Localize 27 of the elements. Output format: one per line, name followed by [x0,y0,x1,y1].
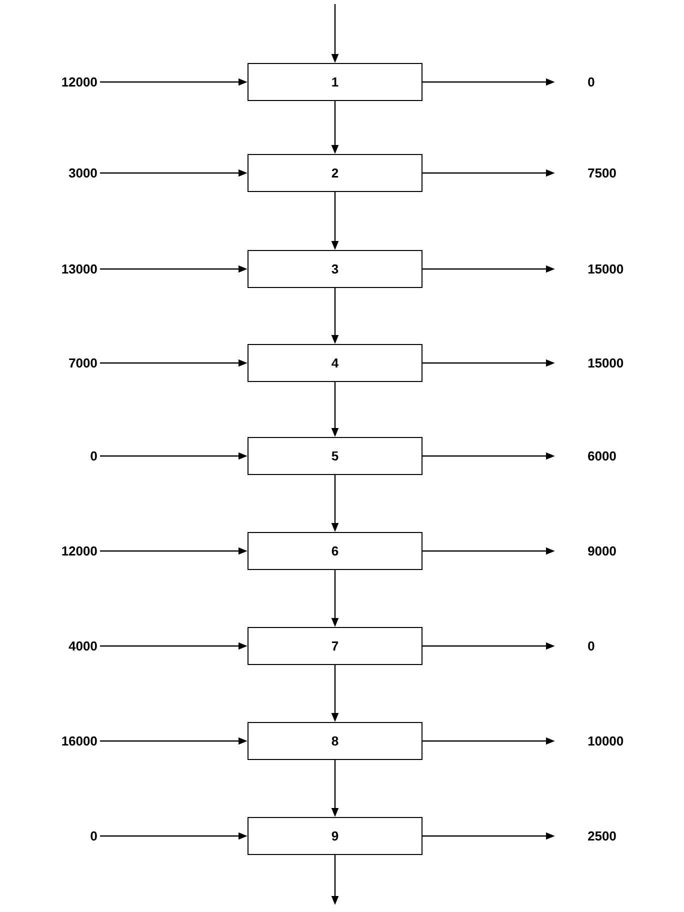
process-box: 3 [248,250,422,288]
output-value: 7500 [588,168,616,178]
output-value: 6000 [588,451,616,461]
input-value: 7000 [69,358,97,368]
process-box: 2 [248,154,422,192]
output-value: 0 [588,77,594,87]
input-value: 4000 [68,641,97,651]
process-box: 6 [248,532,422,570]
input-value: 0 [90,831,97,841]
process-box: 9 [248,817,422,855]
process-box: 5 [248,437,422,475]
output-value: 9000 [588,546,616,556]
output-value: 10000 [588,736,624,746]
input-value: 3000 [68,168,97,178]
process-box: 7 [248,627,422,665]
input-value: 0 [90,451,97,461]
process-box: 1 [248,63,422,101]
input-value: 13000 [62,264,97,274]
input-value: 12000 [62,77,97,87]
output-value: 15000 [588,264,624,274]
process-box: 4 [248,344,422,382]
input-value: 16000 [62,736,97,746]
output-value: 0 [588,641,594,651]
input-value: 12000 [62,546,97,556]
process-box: 8 [248,722,422,760]
output-value: 2500 [588,831,616,841]
output-value: 15000 [588,358,624,368]
